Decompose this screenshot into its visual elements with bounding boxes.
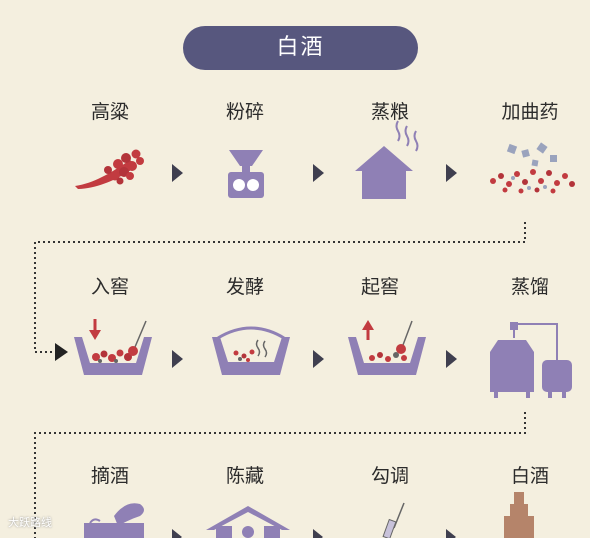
step-label-baijiu: 白酒 [510,465,549,487]
blending-icon [382,502,405,538]
step-label-blending: 勾调 [370,465,409,487]
arrow-right-icon [172,164,183,182]
yeast-mix-icon [490,142,575,194]
step-label-steaming: 蒸粮 [370,101,409,123]
arrow-right-icon [55,343,68,361]
pit-out-icon [348,320,426,375]
step-label-sorghum: 高粱 [90,101,129,123]
flow-connector [34,222,526,353]
watermark: 大跃路线 [8,516,52,529]
pit-in-icon [74,319,152,375]
arrow-right-icon [172,350,183,368]
sorghum-icon [75,149,144,189]
step-label-fermentation: 发酵 [225,276,264,298]
step-label-pit-out: 起窖 [360,276,399,298]
arrow-right-icon [313,164,324,182]
collect-liquor-icon [84,503,144,538]
step-label-collect: 摘酒 [90,465,129,487]
diagram-title: 白酒 [183,26,418,70]
step-label-add-yeast: 加曲药 [501,101,559,123]
step-label-distillation: 蒸馏 [510,276,549,298]
steaming-icon [355,120,419,199]
distillation-icon [490,322,572,398]
baijiu-icon [504,492,534,538]
arrow-right-icon [446,350,457,368]
flow-connector [34,412,526,538]
step-label-aging: 陈藏 [225,465,264,487]
step-label-grinding: 粉碎 [225,101,264,123]
arrow-right-icon [172,529,182,538]
arrow-right-icon [446,164,457,182]
arrow-right-icon [313,350,324,368]
fermentation-icon [212,326,290,375]
arrow-right-icon [313,529,323,538]
arrow-right-icon [446,529,456,538]
grinder-icon [228,150,264,198]
step-label-pit-in: 入窖 [90,276,129,298]
storage-icon [206,506,290,538]
